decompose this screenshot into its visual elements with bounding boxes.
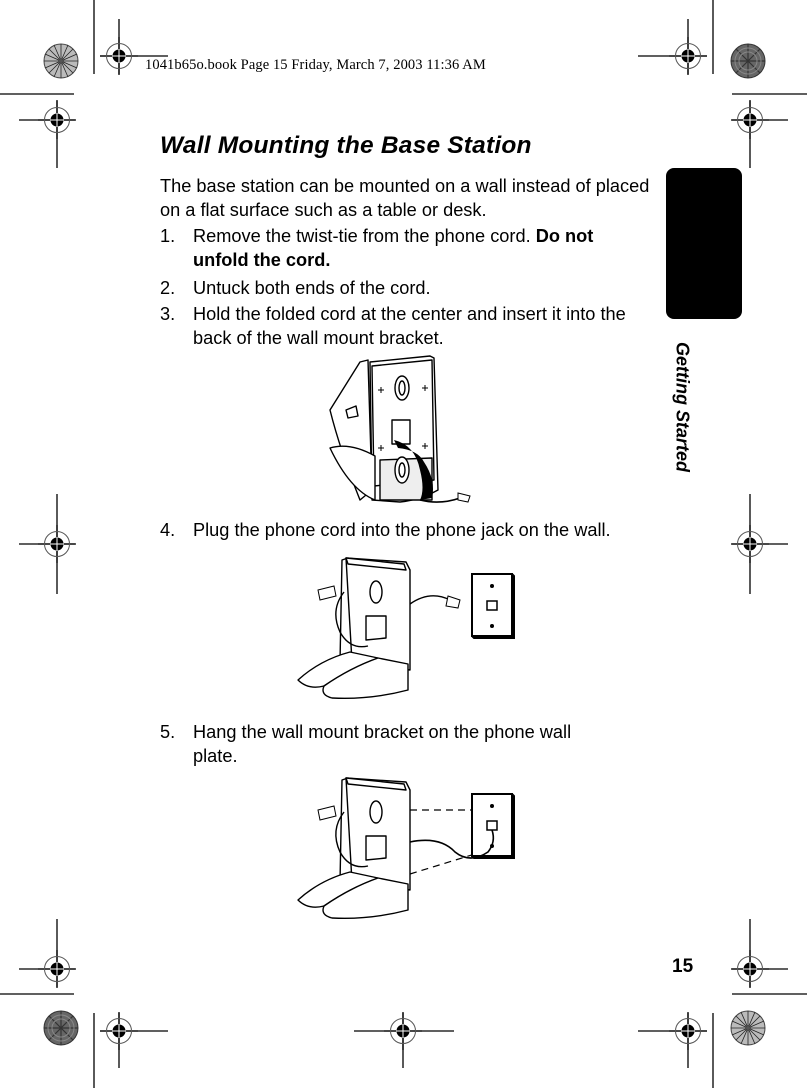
step-3: 3. Hold the folded cord at the center an… — [160, 302, 650, 350]
step-text: Remove the twist-tie from the phone cord… — [193, 226, 536, 246]
step-number: 3. — [160, 304, 176, 324]
step-4: 4. Plug the phone cord into the phone ja… — [160, 518, 650, 542]
bracket-with-folded-cord-illustration — [329, 355, 471, 503]
step-5: 5. Hang the wall mount bracket on the ph… — [160, 720, 650, 768]
step-2: 2. Untuck both ends of the cord. — [160, 276, 650, 300]
section-tab-label: Getting Started — [664, 337, 700, 477]
step-text: Plug the phone cord into the phone jack … — [193, 520, 611, 540]
step-1: 1. Remove the twist-tie from the phone c… — [160, 224, 650, 272]
starburst-mark-bottom-right — [730, 1010, 766, 1046]
page-title: Wall Mounting the Base Station — [160, 132, 532, 159]
step-text: Hold the folded cord at the center and i… — [193, 304, 626, 348]
step-number: 1. — [160, 226, 176, 246]
step-text: Untuck both ends of the cord. — [193, 278, 431, 298]
step-warning: Do not unfold the cord. — [193, 226, 594, 270]
step-number: 2. — [160, 278, 176, 298]
bracket-cord-to-wall-jack-illustration — [297, 557, 515, 699]
step-number: 4. — [160, 520, 176, 540]
starburst-mark-bottom-left — [43, 1010, 79, 1046]
starburst-mark-top-right — [730, 43, 766, 79]
bracket-hung-on-wall-plate-illustration — [297, 777, 515, 919]
section-name: Getting Started — [672, 341, 693, 473]
starburst-mark-top-left — [43, 43, 79, 79]
intro-paragraph: The base station can be mounted on a wal… — [160, 176, 650, 220]
printer-slug: 1041b65o.book Page 15 Friday, March 7, 2… — [145, 57, 486, 73]
page-number: 15 — [672, 956, 694, 977]
step-number: 5. — [160, 722, 176, 742]
step-text: Hang the wall mount bracket on the phone… — [193, 722, 572, 766]
section-tab-marker — [666, 168, 742, 319]
